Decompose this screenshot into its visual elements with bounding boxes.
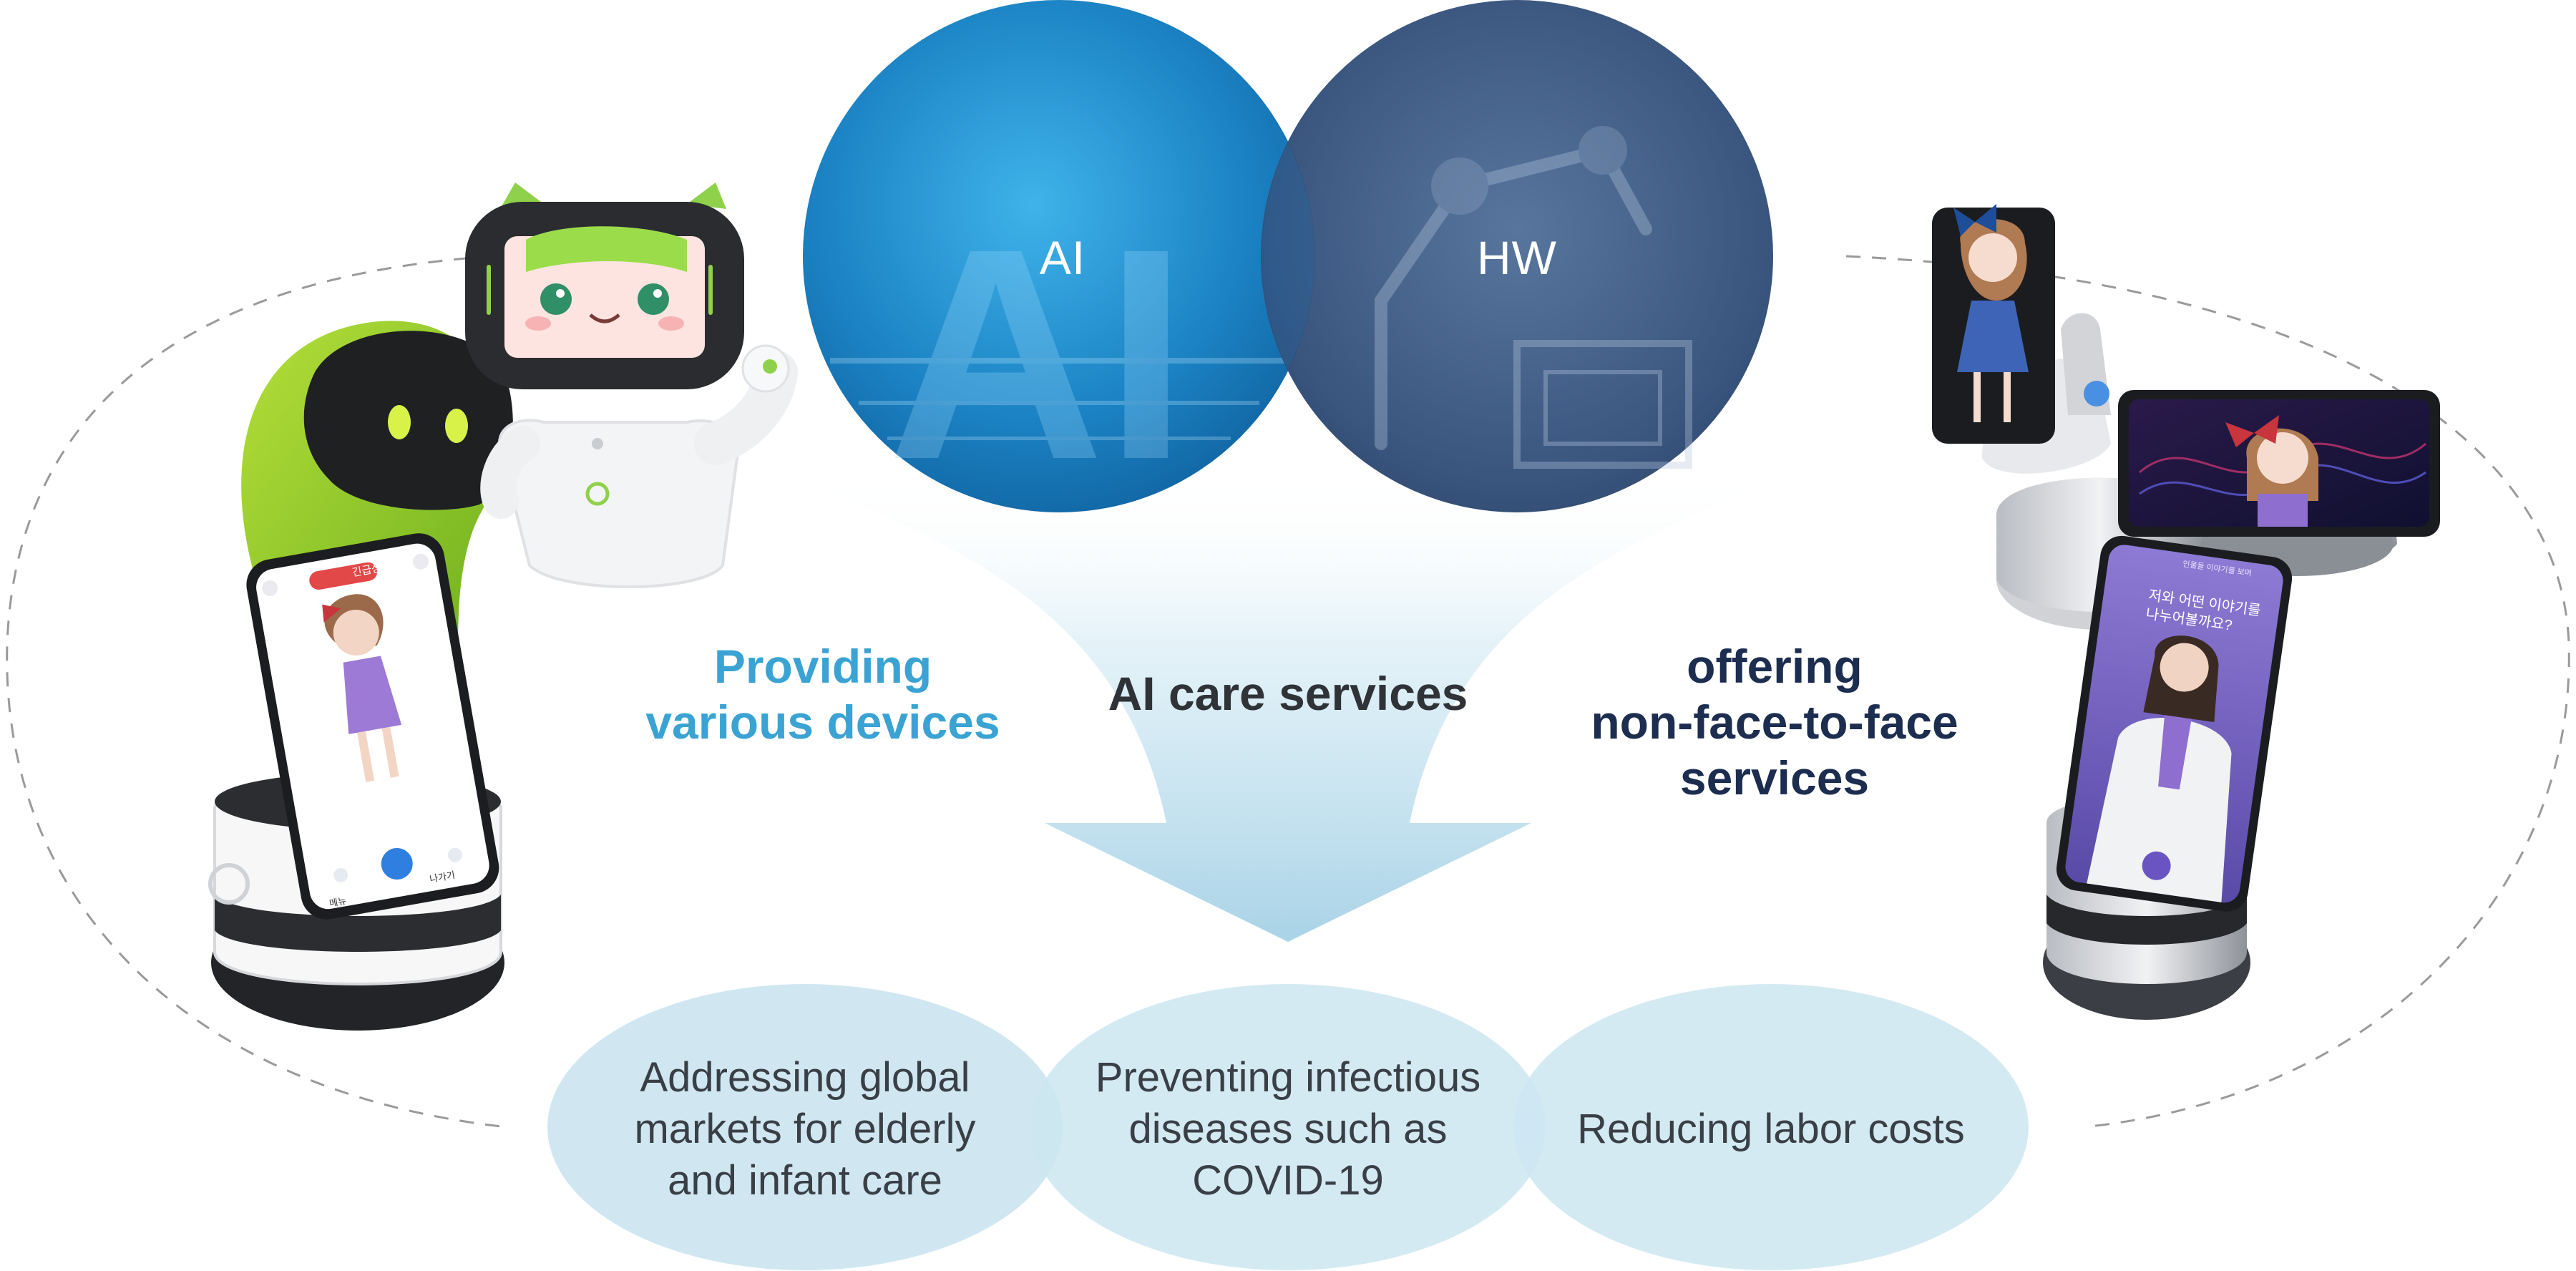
- benefit-1-line-2: markets for elderly: [634, 1106, 976, 1152]
- dashed-arc-right: [1845, 255, 2570, 1128]
- benefit-infectious-diseases: Preventing infectious diseases such as C…: [1073, 1052, 1503, 1207]
- hw-circle: [1261, 0, 1773, 512]
- robot-arm-texture: [1375, 126, 1692, 469]
- pill-bg-2: [1030, 984, 1546, 1270]
- benefit-2-line-1: Preventing infectious: [1095, 1054, 1481, 1101]
- white-robot: [465, 182, 798, 588]
- heading-providing-devices: Providing various devices: [608, 638, 1038, 750]
- heading-left-line-1: Providing: [713, 640, 932, 693]
- benefit-1-line-1: Addressing global: [640, 1054, 970, 1101]
- heading-right-line-3: services: [1679, 751, 1870, 804]
- benefit-3-line-1: Reducing labor costs: [1577, 1106, 1965, 1152]
- ai-circle: [803, 0, 1315, 512]
- pill-bg-1: [547, 984, 1063, 1270]
- right-front-phone: [2056, 535, 2293, 912]
- benefit-1-line-3: and infant care: [668, 1157, 942, 1204]
- right-standing-phone: [1932, 204, 2055, 444]
- circle-overlap: [1262, 143, 1314, 369]
- ai-circle-texture: AI: [830, 187, 1288, 522]
- heading-right-line-2: non-face-to-face: [1591, 696, 1958, 749]
- pill-bg-3: [1513, 984, 2029, 1270]
- funnel-arrow: [773, 472, 1803, 942]
- hw-label: HW: [1477, 231, 1557, 284]
- benefit-global-markets: Addressing global markets for elderly an…: [590, 1052, 1020, 1207]
- benefit-2-line-3: COVID-19: [1192, 1157, 1384, 1204]
- ai-label: AI: [1039, 231, 1086, 284]
- heading-left-line-2: various devices: [645, 696, 1000, 749]
- heading-right-line-1: offering: [1687, 640, 1863, 693]
- benefit-labor-costs: Reducing labor costs: [1542, 1104, 2000, 1155]
- heading-non-face-to-face: offering non-face-to-face services: [1538, 638, 2011, 806]
- benefit-2-line-2: diseases such as: [1128, 1106, 1448, 1152]
- left-phone: [246, 533, 499, 920]
- heading-ai-care-services: AI care services: [1108, 667, 1468, 720]
- dashed-arc-left: [6, 255, 502, 1128]
- right-horizontal-phone: [2118, 390, 2440, 576]
- svg-text:AI: AI: [887, 187, 1188, 522]
